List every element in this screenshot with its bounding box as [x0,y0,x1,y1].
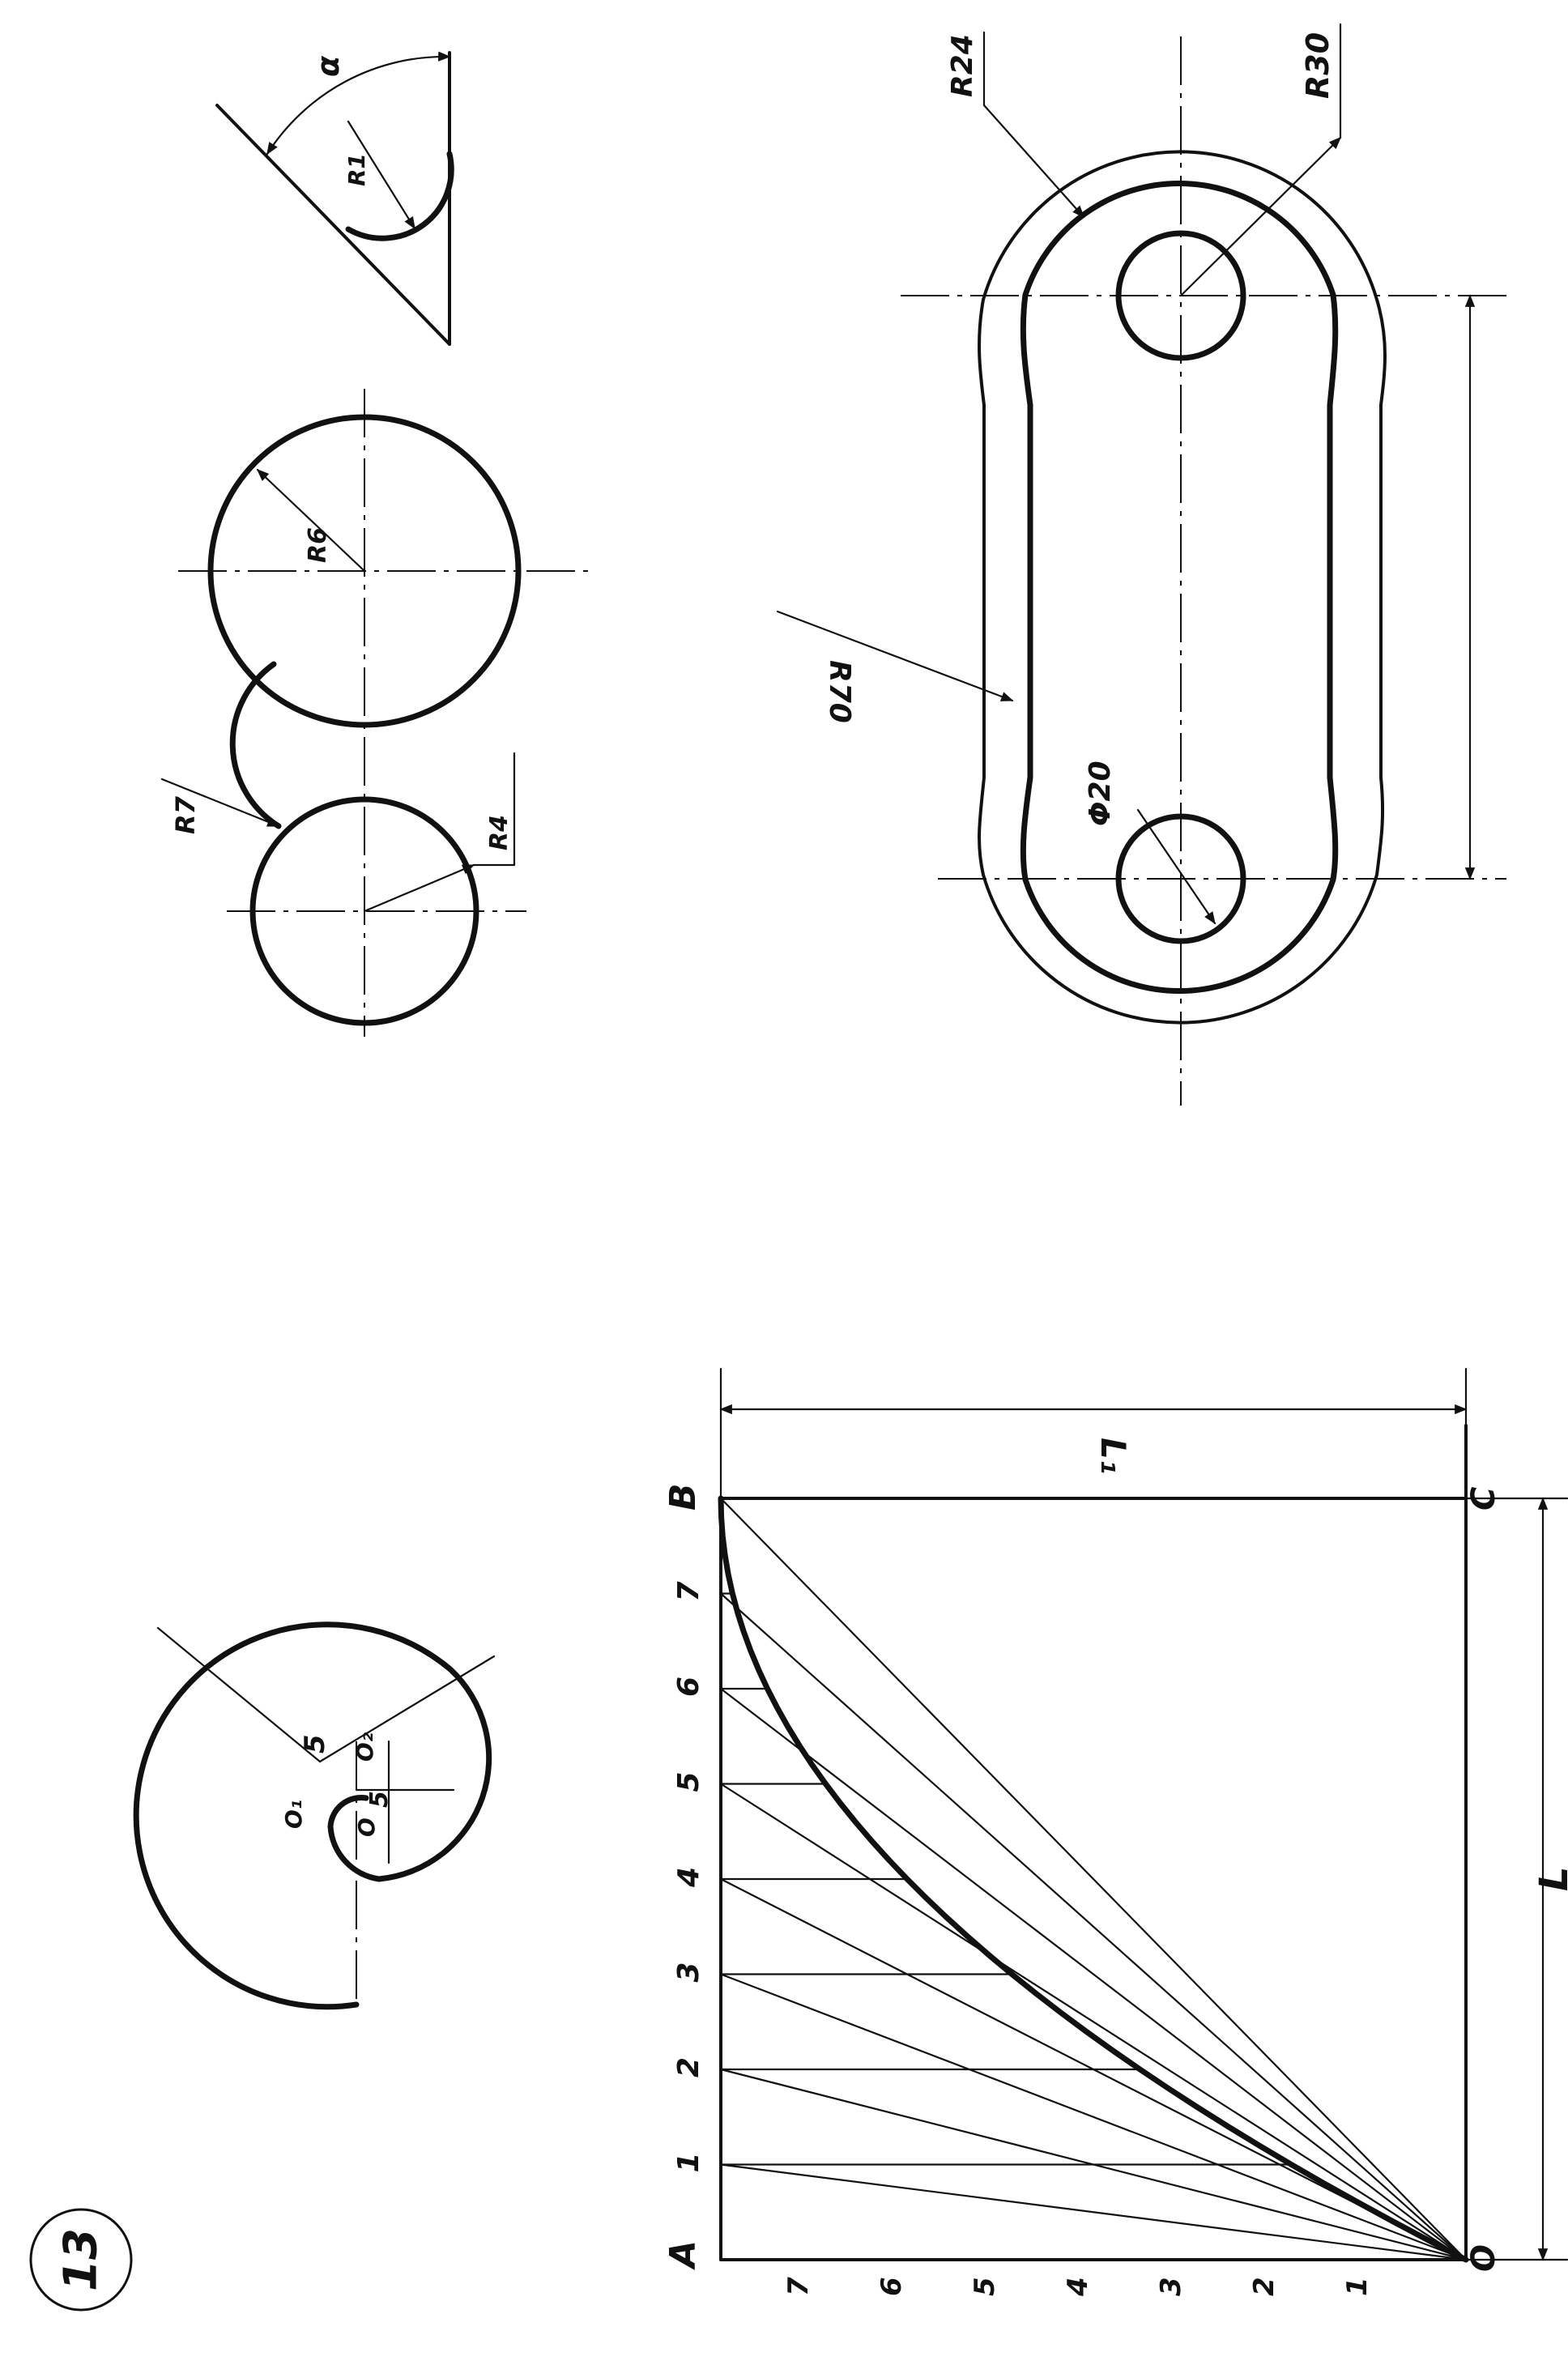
top-division-label-2: 2 [672,2057,705,2077]
parabola-verticals [719,1592,1293,2166]
r4-leader [363,863,475,913]
r30-leader [1179,136,1342,297]
parabola-rays [719,1497,1468,2261]
link-outer-contour [978,150,1387,1025]
spiral-dim-b: 5 [365,1791,394,1808]
top-division-label-6: 6 [672,1677,705,1697]
corner-label-b: B [663,1483,704,1511]
parabola-construction: 1 2 3 4 5 6 7 1 2 3 4 5 6 7 A B C O L L₁ [663,1367,1568,2297]
parabola-ray-8 [719,1497,1468,2261]
angle-arc [266,51,451,156]
parabola-ray-7 [719,1592,1468,2261]
page-number: 13 [55,2228,108,2291]
r24-leader [982,104,1085,219]
spiral-label-o1: O₁ [280,1800,307,1829]
page-number-badge: 13 [29,2208,133,2312]
height-dimension-label: L₁ [1093,1438,1133,1474]
r7-fillet-arc [229,661,282,829]
two-circles-figure: R7 R6 R4 [160,389,591,1037]
label-alpha: α [310,55,346,77]
side-division-label-4: 4 [1062,2277,1094,2297]
label-r1: R1 [343,153,370,186]
corner-label-o: O [1465,2244,1502,2272]
top-division-label-1: 1 [672,2152,705,2172]
spiral-inner-arc [327,1666,492,1882]
side-division-label-5: 5 [969,2277,1001,2296]
parabola-ray-1 [719,2163,1468,2261]
hole-diameter-leader [1136,808,1216,925]
top-division-label-3: 3 [672,1962,705,1982]
top-division-label-7: 7 [672,1581,705,1601]
side-division-label-6: 6 [876,2277,908,2296]
label-hole-diameter: Φ20 [1084,761,1117,826]
label-r6: R6 [304,527,332,563]
label-r30: R30 [1300,32,1336,99]
parabola-curve [718,1495,1469,2263]
r1-leader [347,120,416,230]
corner-label-c: C [1465,1487,1502,1511]
top-division-label-5: 5 [672,1771,705,1792]
parabola-ray-6 [719,1687,1468,2261]
side-division-labels: 1 2 3 4 5 6 7 [782,2277,1374,2297]
parabola-ray-5 [719,1783,1468,2261]
corner-fillet-figure: α R1 [215,51,454,346]
corner-label-a: A [663,2240,704,2270]
spiral-ray-b [318,1655,496,1763]
spiral-label-o2: O₂ [352,1732,378,1762]
spiral-dim-a: 5 [299,1734,331,1754]
label-r7: R7 [170,795,201,834]
link-plate-figure: R24 R30 R70 Φ20 [776,23,1506,1106]
side-division-label-1: 1 [1341,2277,1374,2296]
r70-leader [776,610,1014,702]
label-r4: R4 [485,815,513,850]
side-division-label-2: 2 [1248,2277,1280,2296]
page-number-circle [29,2208,133,2312]
spiral-label-o: O [353,1817,380,1837]
cam-spiral-figure: O₁ O₂ O 5 5 [133,1621,496,2010]
top-division-labels: 1 2 3 4 5 6 7 [672,1581,705,2172]
label-r24: R24 [946,34,979,97]
fillet-inclined-edge [215,104,451,346]
side-division-label-3: 3 [1155,2277,1187,2296]
side-division-label-7: 7 [782,2277,815,2296]
r6-leader [256,468,366,573]
label-r70: R70 [823,660,856,723]
spiral-outer-arc [133,1621,454,2010]
r7-leader [160,778,280,828]
length-dimension-label: L [1532,1866,1568,1891]
top-division-label-4: 4 [672,1867,705,1888]
spiral-ray-a [156,1626,322,1763]
parabola-ray-3 [719,1973,1468,2261]
fillet-arc [345,151,454,241]
